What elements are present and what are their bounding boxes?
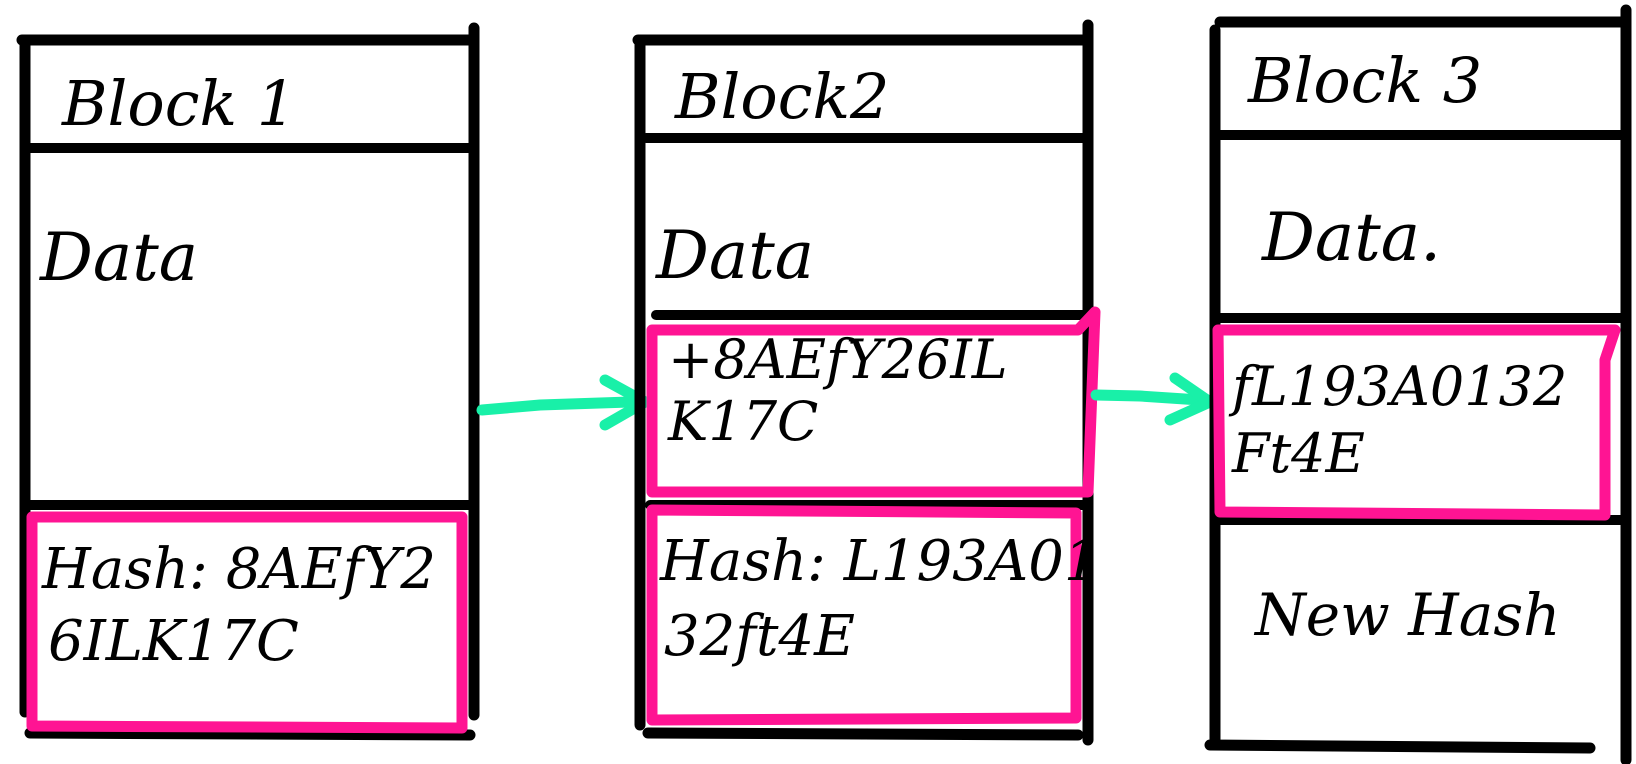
block-3-prev-hash-line-1: fL193A0132: [1228, 355, 1567, 418]
arrow-shaft: [476, 396, 636, 416]
block-2-hash-line-2: 32ft4E: [664, 604, 855, 669]
block-2-hash-highlight: [646, 504, 1082, 726]
block-2-prev-hash-line-2: K17C: [667, 390, 818, 453]
block-1-frame: [16, 22, 480, 741]
block-1-hash-line-2: 6ILK17C: [48, 609, 299, 674]
block-1-hash-line-1: Hash: 8AEfY2: [41, 537, 436, 602]
block-3-new-hash-label: New Hash: [1253, 581, 1560, 649]
arrow-block-1-to-2: [476, 374, 651, 431]
block-1-title: Block 1: [61, 67, 296, 140]
block-3-prev-hash-highlight: [1212, 324, 1621, 521]
block-2-prev-hash-line-1: +8AEfY26IL: [668, 328, 1008, 391]
block-2-title: Block2: [674, 60, 889, 133]
block-3-prev-hash-line-2: Ft4E: [1231, 422, 1365, 485]
block-3: Block 3 Data. fL193A0132 Ft4E New Hash: [1204, 4, 1632, 764]
block-3-data-label: Data.: [1261, 199, 1441, 276]
block-2-hash-line-1: Hash: L193A01: [659, 529, 1099, 594]
block-2-prev-hash-highlight: [646, 306, 1101, 498]
block-2-frame: [632, 19, 1094, 746]
block-1-hash-highlight: [26, 511, 468, 734]
block-1-data-label: Data: [39, 219, 198, 296]
block-2-data-label: Data: [655, 217, 814, 294]
arrow-shaft: [1090, 389, 1206, 406]
block-1: Block 1 Data Hash: 8AEfY2 6ILK17C: [16, 22, 480, 741]
block-2: Block2 Data +8AEfY26IL K17C Hash: L193A0…: [632, 19, 1101, 746]
block-3-title: Block 3: [1247, 44, 1482, 117]
arrow-block-2-to-3: [1090, 372, 1216, 426]
